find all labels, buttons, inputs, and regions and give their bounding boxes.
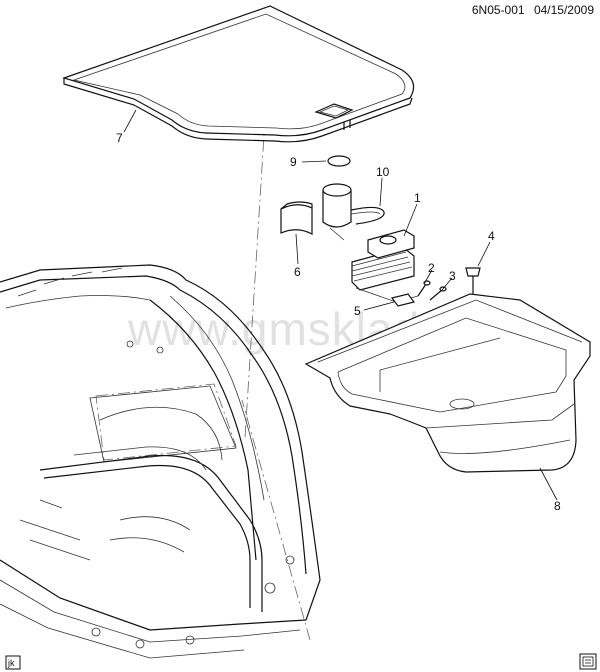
part-8-cargo-cover	[62, 5, 415, 143]
callout-10: 10	[376, 165, 390, 179]
callout-1: 1	[414, 191, 421, 205]
callout-3: 3	[449, 269, 456, 283]
callout-6: 5	[354, 304, 361, 318]
callout-5: 8	[554, 499, 561, 513]
callout-9: 9	[290, 155, 297, 169]
diagram-header: 6N05-001 04/15/2009	[466, 3, 594, 17]
part-1-compressor	[351, 229, 419, 303]
part-7-bracket	[280, 201, 313, 235]
vehicle-rear-body	[0, 264, 321, 659]
callout-7: 6	[294, 265, 301, 279]
callout-8: 7	[116, 131, 123, 145]
part-3-bolt	[429, 286, 447, 301]
callout-4: 4	[488, 229, 495, 243]
diagram-id: 6N05-001	[471, 3, 525, 17]
part-10-sealant-canister	[322, 183, 385, 241]
part-5-storage-tray	[304, 293, 591, 473]
corner-tag-left: jk	[5, 655, 21, 670]
corner-tag-text: jk	[7, 658, 15, 668]
callout-2: 2	[428, 261, 435, 275]
leader-lines	[123, 109, 558, 501]
corner-tag-right-icon	[579, 653, 597, 670]
diagram-date: 04/15/2009	[533, 3, 594, 17]
part-6-bracket-plate	[390, 293, 416, 307]
part-9-cap	[327, 155, 351, 167]
